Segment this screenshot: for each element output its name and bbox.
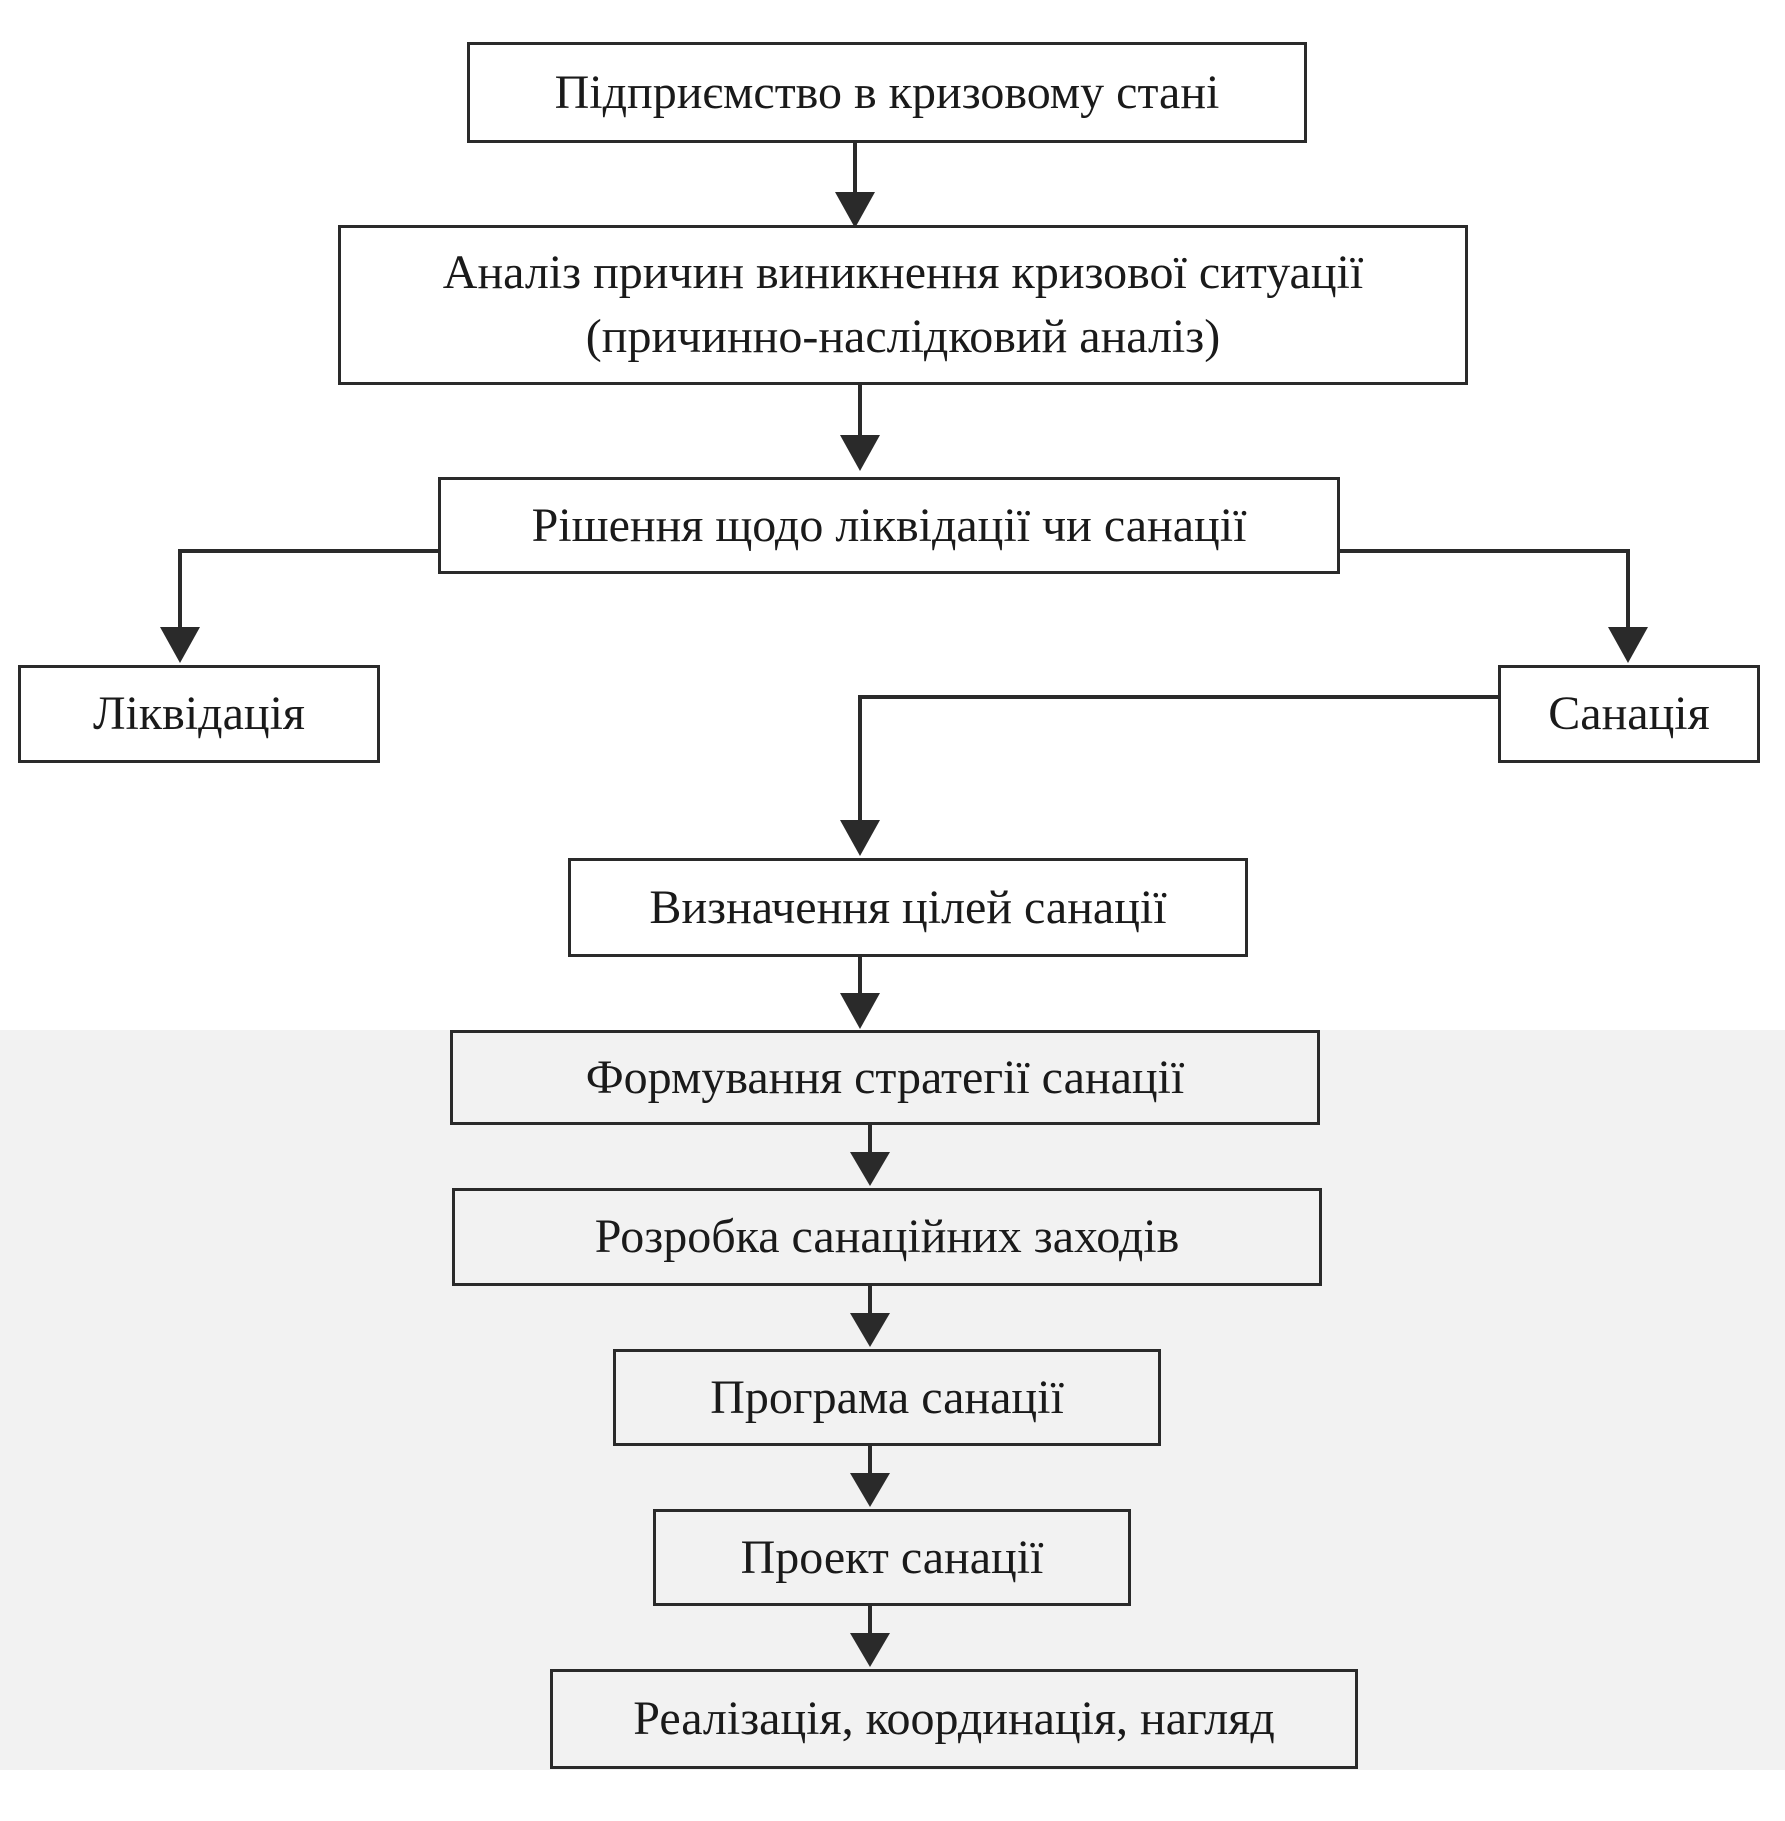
node-liquidation-label: Ліквідація xyxy=(92,687,306,740)
edge-sanation-goals xyxy=(858,695,1498,820)
arrowhead-implementation xyxy=(850,1633,890,1667)
node-liquidation: Ліквідація xyxy=(18,665,380,763)
node-sanation-project-label: Проект санації xyxy=(740,1530,1044,1584)
node-implementation-coordination-supervision: Реалізація, координація, нагляд xyxy=(550,1669,1358,1769)
node-sanation-measures: Розробка санаційних заходів xyxy=(452,1188,1322,1286)
node-enterprise-in-crisis: Підприємство в кризовому стані xyxy=(467,42,1307,143)
node-sanation-label: Санація xyxy=(1548,687,1710,740)
lower-background-band xyxy=(0,1030,1785,1770)
arrowhead-measures xyxy=(850,1152,890,1186)
arrowhead-goals xyxy=(840,820,880,856)
node-sanation-program: Програма санації xyxy=(613,1349,1161,1446)
node-sanation-goals: Визначення цілей санації xyxy=(568,858,1248,957)
node-liquidation-or-sanation-decision-label: Рішення щодо ліквідації чи санації xyxy=(531,498,1247,552)
arrowhead-liquidation xyxy=(160,627,200,663)
arrowhead-analysis xyxy=(835,192,875,228)
node-sanation: Санація xyxy=(1498,665,1760,763)
node-liquidation-or-sanation-decision: Рішення щодо ліквідації чи санації xyxy=(438,477,1340,574)
node-sanation-measures-label: Розробка санаційних заходів xyxy=(594,1210,1180,1263)
node-crisis-cause-analysis-line-2: (причинно-наслідковий аналіз) xyxy=(585,310,1221,363)
node-sanation-program-label: Програма санації xyxy=(710,1370,1064,1424)
node-sanation-project: Проект санації xyxy=(653,1509,1131,1606)
node-enterprise-in-crisis-label: Підприємство в кризовому стані xyxy=(554,65,1220,119)
edge-decision-liquidation xyxy=(178,549,438,630)
edge-decision-sanation xyxy=(1340,549,1630,630)
arrowhead-strategy xyxy=(840,993,880,1029)
arrowhead-program xyxy=(850,1313,890,1347)
node-crisis-cause-analysis-line-1: Аналіз причин виникнення кризової ситуац… xyxy=(442,246,1364,299)
node-crisis-cause-analysis: Аналіз причин виникнення кризової ситуац… xyxy=(338,225,1468,385)
node-sanation-goals-label: Визначення цілей санації xyxy=(649,880,1167,934)
node-sanation-strategy: Формування стратегії санації xyxy=(450,1030,1320,1125)
arrowhead-decision xyxy=(840,435,880,471)
node-implementation-coordination-supervision-label: Реалізація, координація, нагляд xyxy=(633,1692,1275,1745)
arrowhead-sanation xyxy=(1608,627,1648,663)
node-sanation-strategy-label: Формування стратегії санації xyxy=(585,1050,1185,1104)
arrowhead-project xyxy=(850,1473,890,1507)
